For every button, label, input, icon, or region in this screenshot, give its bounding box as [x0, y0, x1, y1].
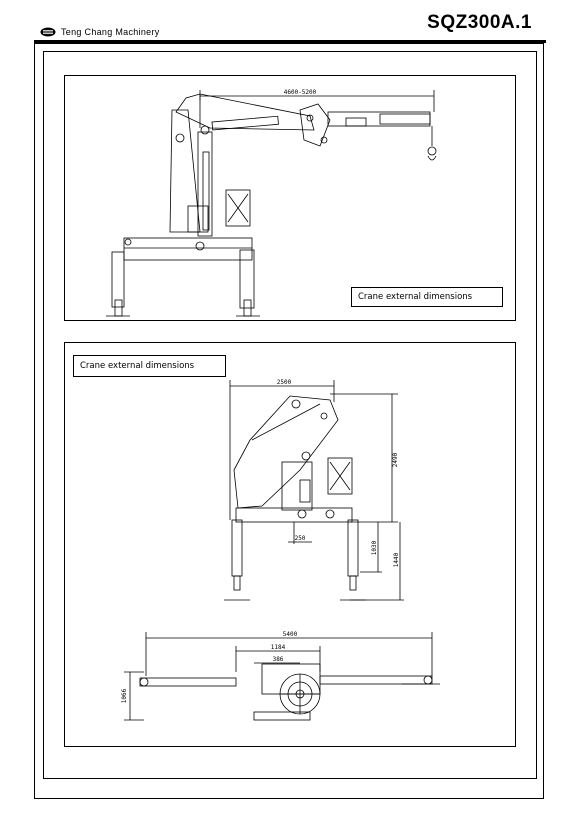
- caption-top: Crane external dimensions: [351, 287, 503, 307]
- front-top-view-panel: [64, 342, 516, 747]
- dim-leg-1: 1030: [371, 540, 378, 555]
- header-rule: [34, 40, 546, 43]
- dim-leg-2: 1440: [393, 552, 400, 567]
- dim-side: 1066: [121, 688, 128, 703]
- inner-frame: [43, 51, 537, 779]
- company-logo-icon: [40, 27, 56, 37]
- company-name: Teng Chang Machinery: [61, 27, 160, 37]
- dim-mid: 1184: [271, 644, 286, 651]
- dim-width: 2500: [277, 379, 292, 386]
- side-view-panel: [64, 75, 516, 321]
- header-brand: Teng Chang Machinery: [40, 24, 160, 40]
- dim-height: 2490: [392, 452, 399, 467]
- front-view-crane: [224, 380, 404, 601]
- dim-span: 5400: [283, 631, 298, 638]
- model-code: SQZ300A.1: [427, 12, 532, 33]
- caption-bottom: Crane external dimensions: [73, 355, 226, 377]
- side-view-crane: [106, 90, 437, 317]
- dim-base: 386: [273, 656, 284, 663]
- dim-offset: 250: [295, 535, 306, 542]
- dim-reach: 4600-5200: [284, 89, 317, 96]
- outer-frame: [34, 43, 544, 799]
- plan-view-crane: [124, 632, 440, 721]
